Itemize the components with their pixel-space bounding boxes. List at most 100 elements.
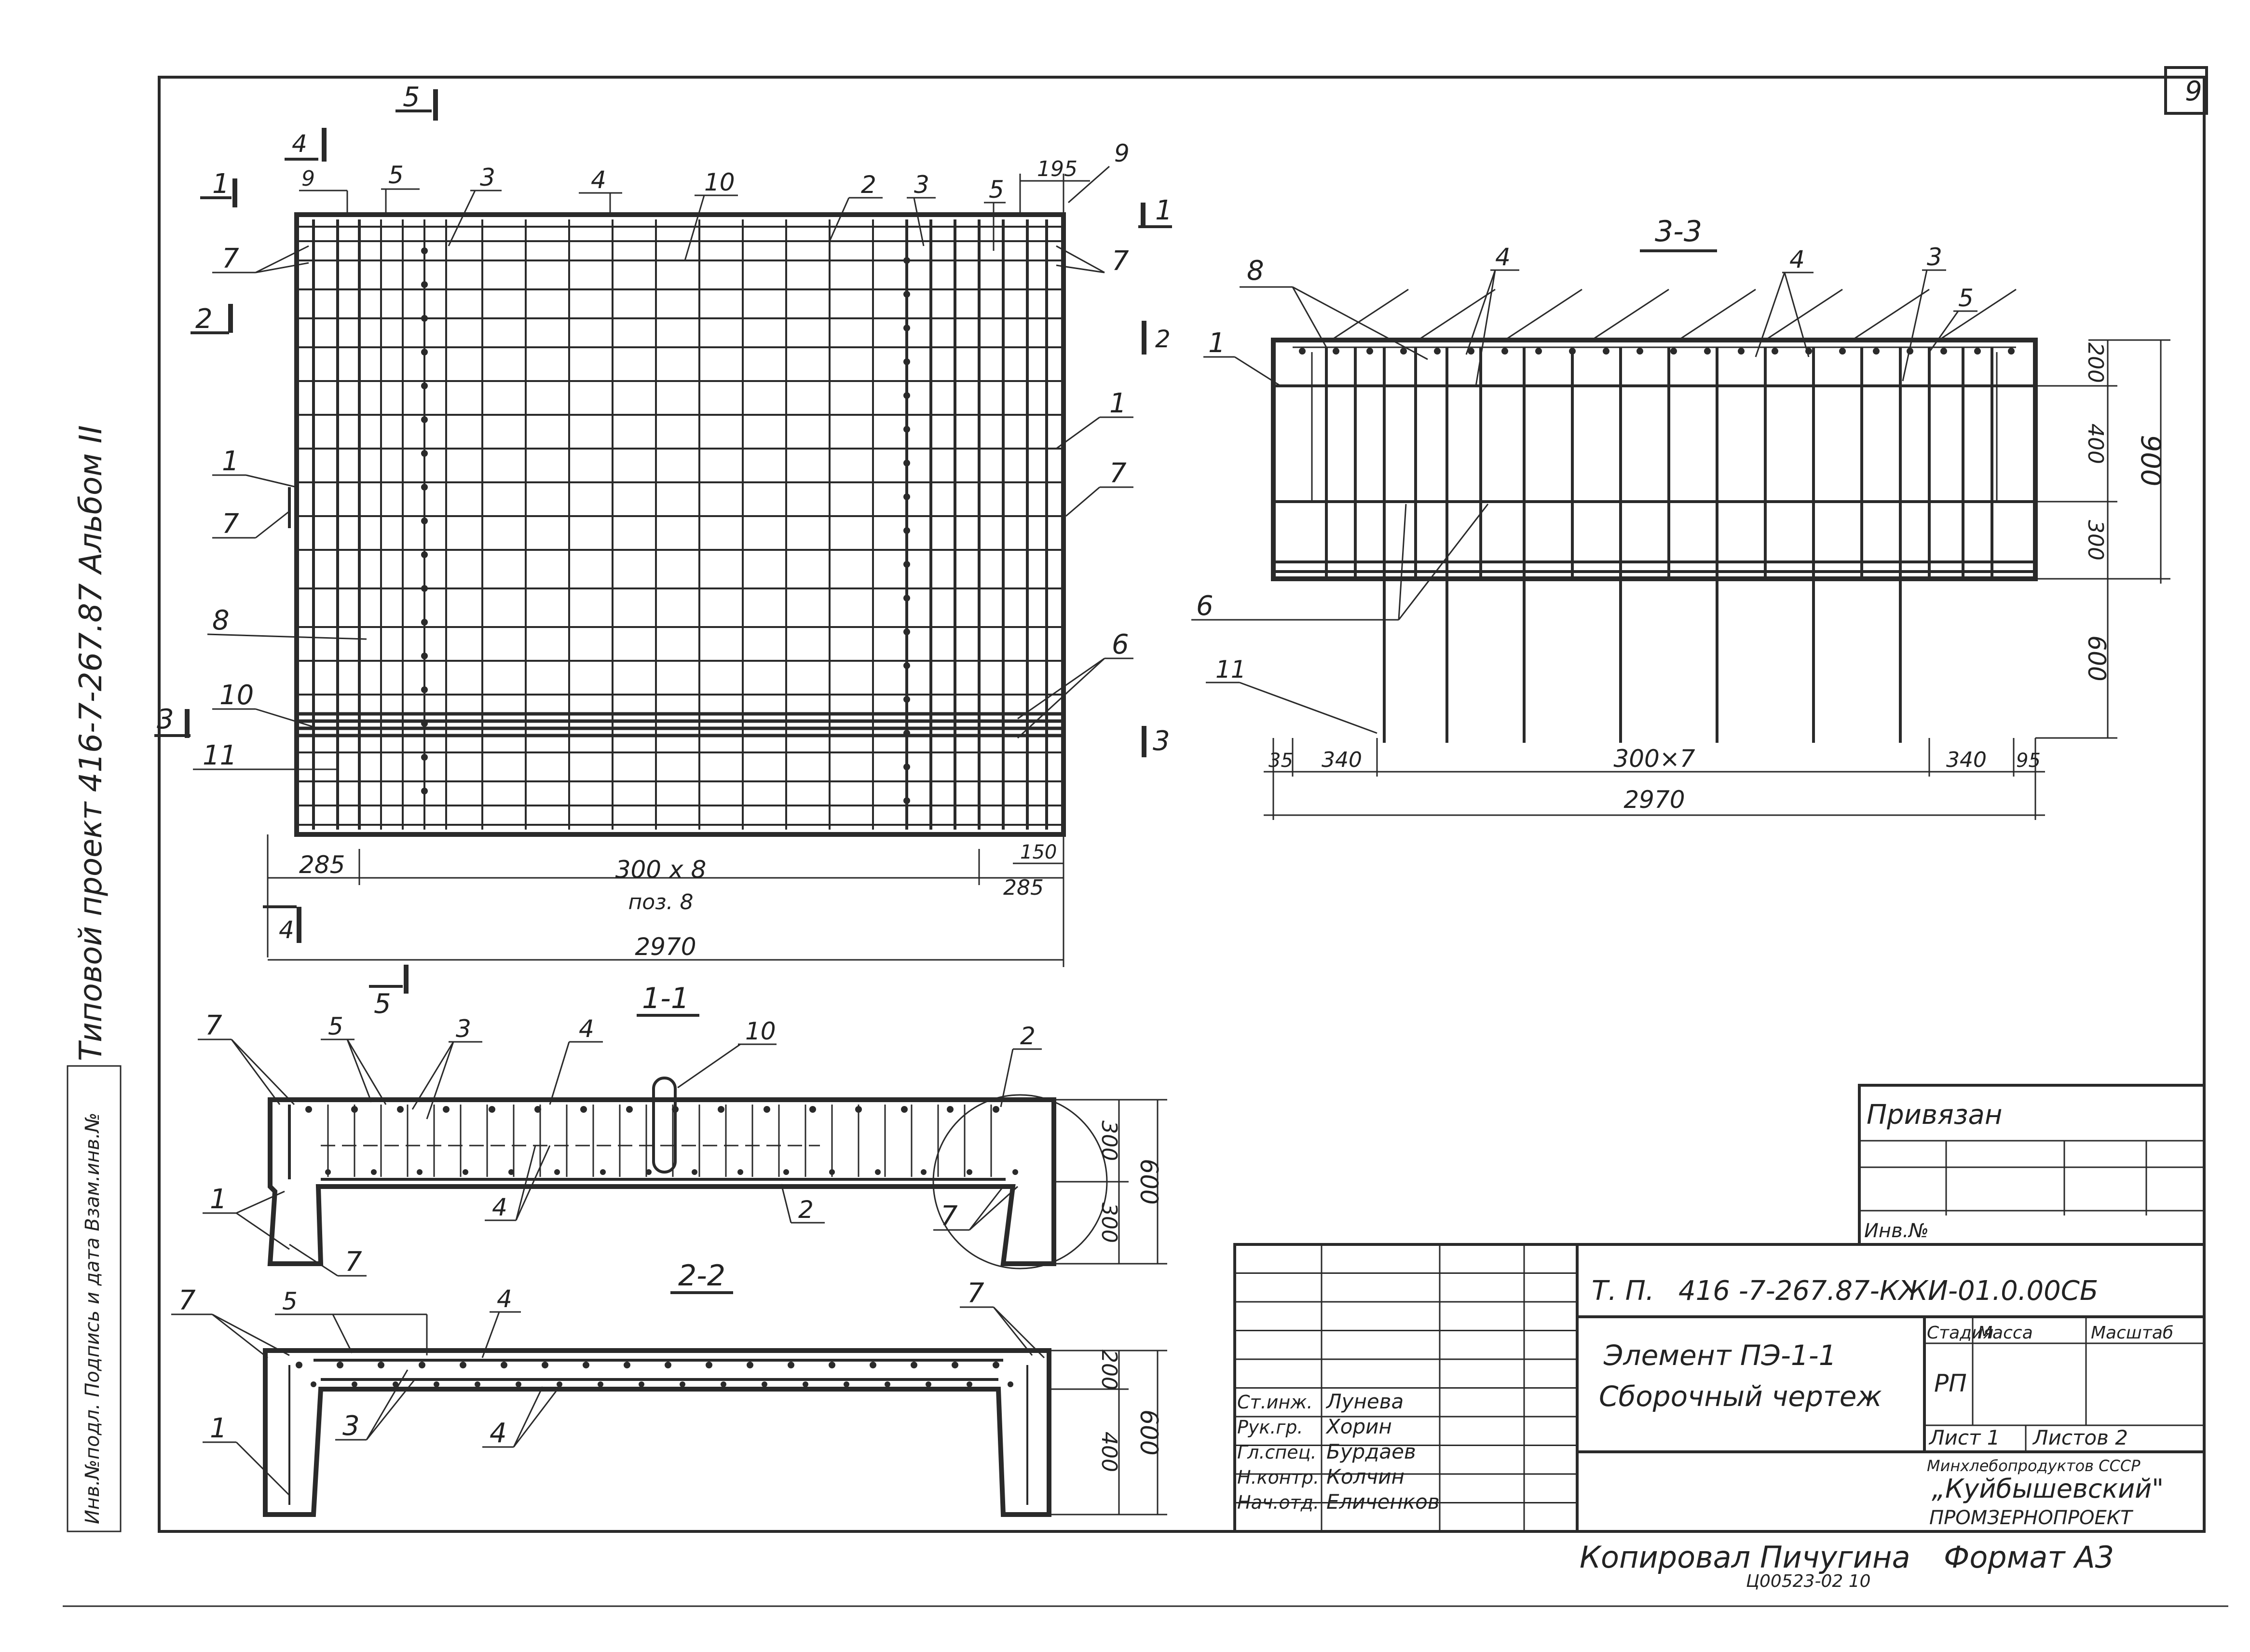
rebar-node xyxy=(421,720,428,727)
hatch-line xyxy=(1331,288,1409,341)
plan-label-5-tl: 5 xyxy=(388,161,404,189)
bar-section-dot xyxy=(443,1106,450,1113)
section-3-3-dim-35: 35 xyxy=(1268,750,1293,772)
bar-section-dot xyxy=(1974,348,1981,355)
section-3-3-anchor-bars xyxy=(1299,288,2017,743)
cut-label-3-left: 3 xyxy=(157,704,174,735)
plan-dim-195: 195 xyxy=(1037,157,1077,181)
bar-section-dot xyxy=(764,1106,770,1113)
org-line-3: ПРОМЗЕРНОПРОЕКТ xyxy=(1929,1507,2134,1529)
section-2-2-label-7-left: 7 xyxy=(178,1285,196,1316)
plan-dim-285-left: 285 xyxy=(299,851,345,879)
section-1-1-label-10: 10 xyxy=(745,1017,776,1045)
bar-section-dot xyxy=(829,1169,835,1175)
cut-label-3-right: 3 xyxy=(1153,725,1170,757)
bar-section-dot xyxy=(1501,348,1508,355)
bar-section-dot xyxy=(371,1169,377,1175)
cut-label-2-left: 2 xyxy=(195,303,213,335)
bar-section-dot xyxy=(501,1362,507,1368)
section-3-3-dim-95: 95 xyxy=(2016,750,2041,772)
section-3-3-dim-300x7: 300×7 xyxy=(1613,745,1695,773)
bar-section-dot xyxy=(1468,348,1474,355)
rebar-node xyxy=(903,527,910,534)
bar-section-dot xyxy=(1569,348,1576,355)
bar-section-dot xyxy=(534,1106,541,1113)
element-name: Элемент ПЭ-1-1 xyxy=(1603,1339,1837,1372)
bar-section-dot xyxy=(993,1106,999,1113)
bar-section-dot xyxy=(718,1106,724,1113)
bar-section-dot xyxy=(875,1169,881,1175)
copied-by: Копировал Пичугина xyxy=(1580,1540,1910,1575)
section-2-2-dim-400: 400 xyxy=(1097,1432,1121,1472)
rebar-node xyxy=(421,518,428,524)
bar-section-dot xyxy=(393,1381,398,1387)
section-1-1-dim-300-bottom: 300 xyxy=(1097,1202,1121,1243)
rebar-node xyxy=(903,797,910,804)
drawing-type: Сборочный чертеж xyxy=(1599,1380,1882,1413)
section-2-2-dim-600: 600 xyxy=(1135,1409,1163,1455)
inv-column: Инв.№подл. Подпись и дата Взам.инв.№ xyxy=(82,1113,104,1524)
cut-mark-2-left: 2 xyxy=(191,303,233,335)
rebar-node xyxy=(421,754,428,761)
sheet-label: Лист 1 xyxy=(1928,1426,2000,1449)
bar-section-dot xyxy=(788,1362,794,1368)
rebar-node xyxy=(421,382,428,389)
plan-label-7-tl: 7 xyxy=(222,243,239,274)
cut-mark-1-right: 1 xyxy=(1138,195,1173,228)
bar-section-dot xyxy=(1636,348,1643,355)
bar-section-dot xyxy=(911,1362,917,1368)
section-3-3-dim-900: 900 xyxy=(2135,435,2166,487)
plan-label-1-right: 1 xyxy=(1109,388,1127,419)
section-2-2-outline xyxy=(263,1348,1051,1517)
plan-label-8: 8 xyxy=(212,605,230,636)
plan-label-9-tr: 9 xyxy=(1114,139,1130,167)
bar-section-dot xyxy=(1366,348,1373,355)
section-1-1-title: 1-1 xyxy=(642,982,689,1015)
plan-label-5-tr: 5 xyxy=(989,176,1004,204)
section-1-1-label-4-low: 4 xyxy=(492,1193,507,1221)
section-1-1-bars xyxy=(305,1105,1018,1177)
bar-section-dot xyxy=(352,1381,357,1387)
cut-mark-2-right: 2 xyxy=(1142,321,1171,355)
bar-section-dot xyxy=(1434,348,1441,355)
section-2-2-label-4-top: 4 xyxy=(497,1285,512,1313)
rebar-node xyxy=(421,619,428,626)
section-3-3-label-6: 6 xyxy=(1196,590,1214,622)
bar-section-dot xyxy=(583,1362,589,1368)
plan-label-3-tr: 3 xyxy=(914,171,929,199)
scale-header: Масштаб xyxy=(2091,1323,2173,1343)
plan-label-3-tl: 3 xyxy=(480,164,495,191)
rebar-node xyxy=(421,281,428,288)
album-note: Типовой проект 416-7-267.87 Альбом II xyxy=(73,425,109,1061)
cut-label-5-bottom: 5 xyxy=(374,988,391,1020)
hatch-line xyxy=(1591,288,1669,341)
bar-section-dot xyxy=(557,1381,562,1387)
hatch-line xyxy=(1765,288,1843,341)
rebar-node xyxy=(421,653,428,659)
plan-label-7-right: 7 xyxy=(1109,458,1127,489)
stage-header: Стадия xyxy=(1927,1323,1993,1343)
rebar-node xyxy=(421,315,428,322)
section-1-1-label-2-top: 2 xyxy=(1020,1022,1036,1050)
bar-section-dot xyxy=(967,1381,972,1387)
hatch-line xyxy=(1418,288,1496,341)
bar-section-dot xyxy=(921,1169,927,1175)
rebar-node xyxy=(421,551,428,558)
cut-label-4-bottom: 4 xyxy=(279,916,294,944)
plan-dim-285-right: 285 xyxy=(1003,875,1044,900)
bar-section-dot xyxy=(554,1169,560,1175)
bar-section-dot xyxy=(305,1106,312,1113)
section-3-3-label-11: 11 xyxy=(1215,655,1246,683)
bar-section-dot xyxy=(885,1381,890,1387)
section-1-1-dimensions: 300 300 600 xyxy=(1054,1099,1167,1265)
bar-section-dot xyxy=(829,1362,835,1368)
bar-section-dot xyxy=(626,1106,633,1113)
plan-label-4-top: 4 xyxy=(591,166,606,194)
section-2-2-dimensions: 200 400 600 xyxy=(1049,1350,1167,1515)
section-1-1-label-7-low: 7 xyxy=(345,1246,362,1278)
bar-section-dot xyxy=(351,1106,358,1113)
cut-mark-4-top: 4 xyxy=(285,128,327,162)
bar-section-dot xyxy=(434,1381,439,1387)
bar-section-dot xyxy=(762,1381,767,1387)
